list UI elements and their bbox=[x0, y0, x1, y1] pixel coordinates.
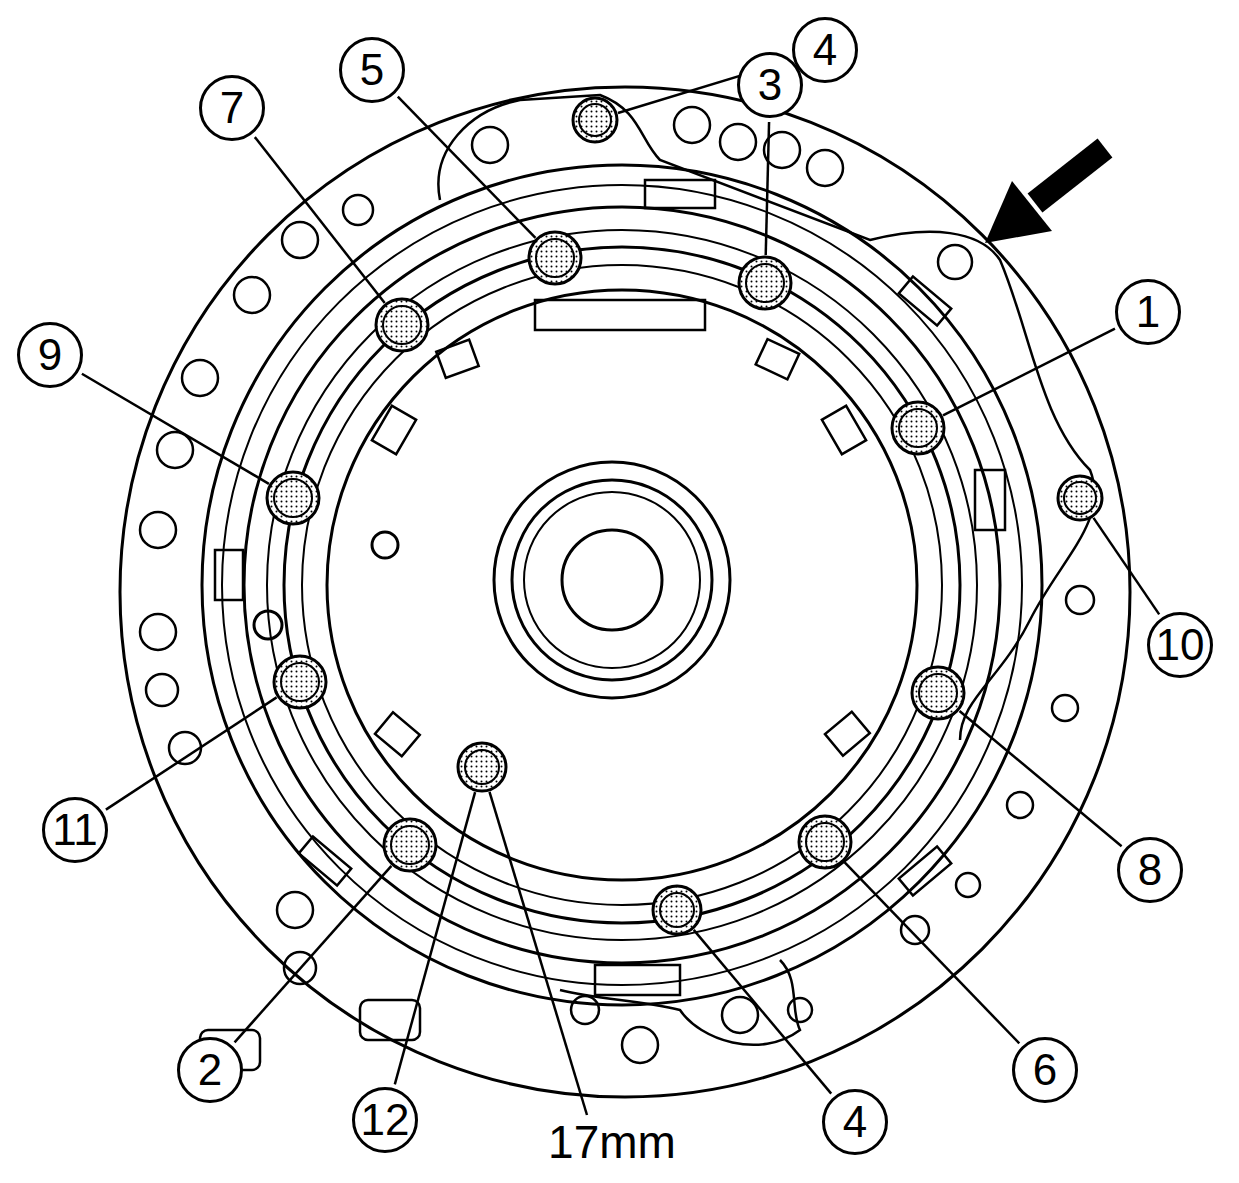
callout-number: 4 bbox=[822, 1089, 888, 1155]
bolts bbox=[267, 98, 1102, 934]
leader-line bbox=[844, 862, 1019, 1043]
callout-number: 6 bbox=[1012, 1037, 1078, 1103]
leader-line bbox=[766, 122, 769, 255]
leader-line bbox=[235, 866, 392, 1042]
pointer-arrow bbox=[985, 148, 1105, 243]
outer-flange bbox=[120, 87, 1130, 1097]
leader-line bbox=[1093, 518, 1159, 615]
callout-number: 3 bbox=[737, 52, 803, 118]
callout-number: 12 bbox=[352, 1087, 418, 1153]
callout-number: 4 bbox=[792, 17, 858, 83]
callout-number: 2 bbox=[177, 1037, 243, 1103]
leader-line bbox=[398, 97, 536, 238]
leader-line bbox=[106, 697, 277, 809]
callout-number: 5 bbox=[339, 37, 405, 103]
leader-line bbox=[490, 792, 587, 1115]
flange-holes bbox=[140, 107, 1094, 1063]
callout-number: 7 bbox=[199, 75, 265, 141]
leader-line bbox=[395, 792, 475, 1084]
callout-number: 11 bbox=[42, 797, 108, 863]
leader-line bbox=[82, 374, 269, 484]
dimension-label: 17mm bbox=[544, 1119, 680, 1165]
leader-line bbox=[255, 137, 385, 303]
callout-number: 8 bbox=[1117, 837, 1183, 903]
callout-number: 1 bbox=[1115, 279, 1181, 345]
callout-number: 10 bbox=[1147, 612, 1213, 678]
leader-line bbox=[943, 329, 1115, 416]
leader-line bbox=[959, 711, 1121, 846]
leader-line bbox=[694, 930, 831, 1094]
callout-number: 9 bbox=[17, 322, 83, 388]
